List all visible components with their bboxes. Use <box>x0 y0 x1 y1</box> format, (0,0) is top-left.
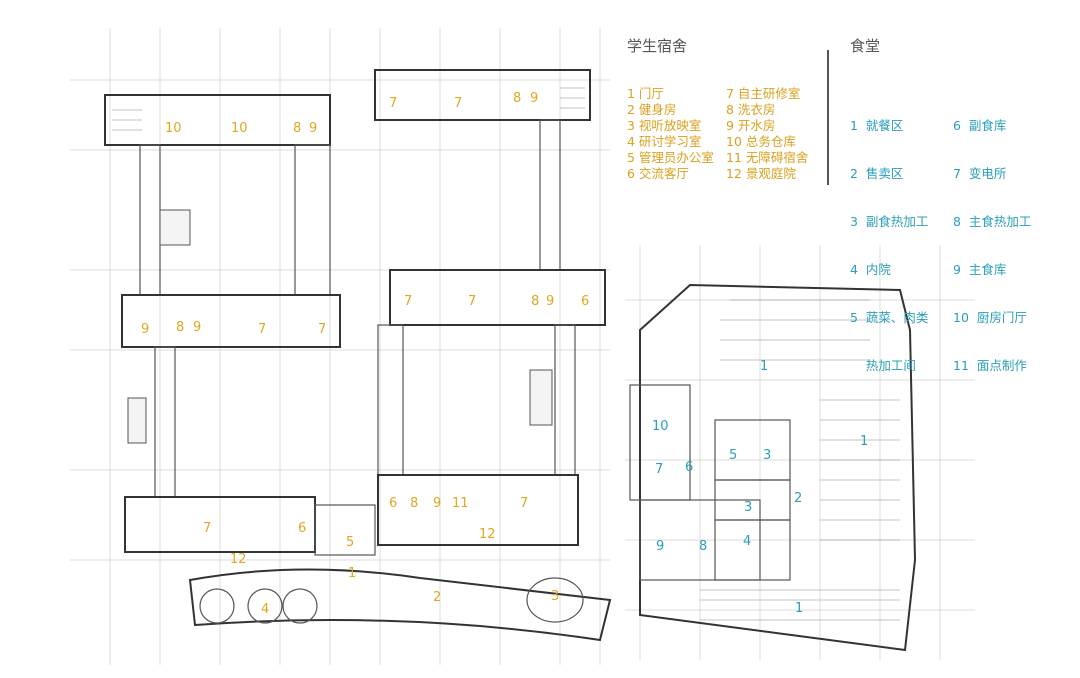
room-label: 3 <box>763 448 771 463</box>
legend-item: 9 主食库 <box>953 262 1007 277</box>
legend-item: 4 内院 <box>850 262 891 277</box>
room-label: 9 <box>530 91 538 106</box>
legend-canteen: 食堂 <box>850 38 880 68</box>
room-label: 7 <box>318 322 326 337</box>
room-label: 9 <box>193 320 201 335</box>
canteen-room-labels: 1 1 10 5 3 7 6 2 3 4 9 8 1 <box>652 359 868 616</box>
room-label: 9 <box>141 322 149 337</box>
room-label: 9 <box>546 294 554 309</box>
legend-item: 8 主食热加工 <box>953 214 1032 229</box>
room-label: 1 <box>348 566 356 581</box>
legend-item: 11 无障碍宿舍 <box>726 150 809 165</box>
room-label: 7 <box>454 96 462 111</box>
legend-item: 热加工间 <box>850 358 916 373</box>
room-label: 8 <box>699 539 707 554</box>
room-label: 2 <box>433 590 441 605</box>
legend-item: 2 售卖区 <box>850 166 904 181</box>
room-label: 8 <box>410 496 418 511</box>
room-label: 2 <box>794 491 802 506</box>
room-label: 9 <box>433 496 441 511</box>
room-label: 5 <box>346 535 354 550</box>
canteen-plan <box>629 283 917 652</box>
room-label: 4 <box>743 534 751 549</box>
room-label: 1 <box>860 434 868 449</box>
dorm-room-labels: 10 10 8 9 7 7 8 9 7 7 8 9 6 9 8 9 7 7 6 … <box>141 91 589 617</box>
legend-item: 6 交流客厅 <box>627 166 689 181</box>
room-label: 7 <box>468 294 476 309</box>
room-label: 10 <box>231 121 248 136</box>
room-label: 5 <box>729 448 737 463</box>
room-label: 10 <box>165 121 182 136</box>
room-label: 12 <box>479 527 496 542</box>
room-label: 1 <box>795 601 803 616</box>
legend-item: 5 蔬菜、肉类 <box>850 310 929 325</box>
legend-title-dormitory: 学生宿舍 <box>627 37 688 55</box>
legend-item: 7 自主研修室 <box>726 86 801 101</box>
dormitory-plan <box>104 69 612 642</box>
room-label: 9 <box>656 539 664 554</box>
legend-item: 9 开水房 <box>726 118 776 133</box>
room-label: 7 <box>520 496 528 511</box>
legend-canteen-col1: 1 就餐区 2 售卖区 3 副食热加工 4 内院 5 蔬菜、肉类 热加工间 <box>850 86 950 390</box>
legend-item: 7 变电所 <box>953 166 1007 181</box>
room-label: 7 <box>203 521 211 536</box>
room-label: 8 <box>176 320 184 335</box>
legend-item: 11 面点制作 <box>953 358 1027 373</box>
room-label: 8 <box>513 91 521 106</box>
legend-item: 12 景观庭院 <box>726 166 796 181</box>
legend-item: 1 就餐区 <box>850 118 904 133</box>
room-label: 7 <box>404 294 412 309</box>
room-label: 6 <box>389 496 397 511</box>
room-label: 9 <box>309 121 317 136</box>
legend-item: 10 总务仓库 <box>726 134 796 149</box>
room-label: 12 <box>230 552 247 567</box>
room-label: 7 <box>655 462 663 477</box>
legend-item: 3 副食热加工 <box>850 214 929 229</box>
legend-item: 4 研讨学习室 <box>627 134 702 149</box>
room-label: 4 <box>261 602 269 617</box>
room-label: 6 <box>298 521 306 536</box>
legend-item: 6 副食库 <box>953 118 1007 133</box>
room-label: 10 <box>652 419 669 434</box>
room-label: 8 <box>293 121 301 136</box>
legend-divider <box>827 50 829 185</box>
room-label: 6 <box>581 294 589 309</box>
legend-item: 8 洗衣房 <box>726 102 776 117</box>
room-label: 7 <box>389 96 397 111</box>
room-label: 8 <box>531 294 539 309</box>
legend-item: 5 管理员办公室 <box>627 150 714 165</box>
legend-dormitory: 学生宿舍 <box>627 38 687 68</box>
room-label: 1 <box>760 359 768 374</box>
legend-item: 1 门厅 <box>627 86 664 101</box>
legend-item: 10 厨房门厅 <box>953 310 1027 325</box>
room-label: 3 <box>551 589 559 604</box>
room-label: 11 <box>452 496 469 511</box>
legend-item: 2 健身房 <box>627 102 677 117</box>
legend-dorm-col2: 7 自主研修室 8 洗衣房 9 开水房 10 总务仓库 11 无障碍宿舍 12 … <box>726 86 826 182</box>
room-label: 7 <box>258 322 266 337</box>
room-label: 6 <box>685 460 693 475</box>
legend-dorm-col1: 1 门厅 2 健身房 3 视听放映室 4 研讨学习室 5 管理员办公室 6 交流… <box>627 86 727 182</box>
room-label: 3 <box>744 500 752 515</box>
legend-item: 3 视听放映室 <box>627 118 702 133</box>
legend-canteen-col2: 6 副食库 7 变电所 8 主食热加工 9 主食库 10 厨房门厅 11 面点制… <box>953 86 1063 390</box>
legend-title-canteen: 食堂 <box>850 37 881 55</box>
